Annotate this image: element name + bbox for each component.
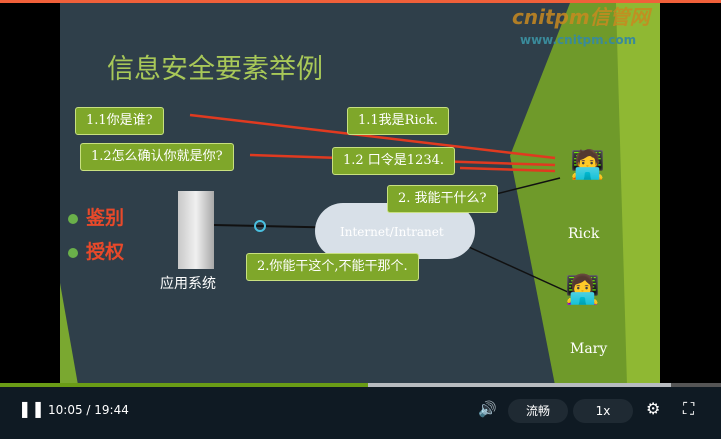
speech-bubble: 1.2怎么确认你就是你?: [80, 143, 234, 171]
speech-bubble: 1.2 口令是1234.: [332, 147, 456, 175]
speech-bubble: 2.你能干这个,不能干那个.: [246, 253, 419, 281]
user-label: Rick: [568, 226, 600, 242]
speed-button[interactable]: 1x: [573, 399, 633, 423]
server-label: 应用系统: [160, 276, 216, 292]
settings-gear-icon[interactable]: ⚙: [646, 399, 661, 418]
user-label: Mary: [570, 341, 608, 357]
pause-icon[interactable]: ❚❚: [18, 399, 45, 418]
user-icon: 🧑‍💻: [570, 148, 605, 181]
slide-title: 信息安全要素举例: [107, 54, 323, 85]
cloud-label: Internet/Intranet: [340, 225, 444, 239]
fullscreen-icon[interactable]: ⛶: [683, 399, 695, 418]
arrows: [189, 113, 571, 294]
user-icon: 👩‍💻: [565, 273, 600, 306]
player-controls: ❚❚ 10:05 / 19:44 🔊 流畅 1x ⚙ ⛶: [0, 385, 721, 439]
speech-bubble: 2. 我能干什么?: [387, 185, 498, 213]
progress-bar[interactable]: [0, 383, 721, 387]
volume-icon[interactable]: 🔊: [478, 400, 497, 418]
watermark-url: www.cnitpm.com: [520, 33, 637, 47]
quality-button[interactable]: 流畅: [508, 399, 568, 423]
video-frame[interactable]: cnitpm信管网 www.cnitpm.com 信息安全要素举例 1.1你是谁…: [60, 3, 660, 385]
server-icon: [178, 191, 214, 269]
bullet-item: 鉴别: [68, 203, 124, 230]
speech-bubble: 1.1你是谁?: [75, 107, 164, 135]
watermark-logo: cnitpm信管网: [512, 5, 650, 29]
played-bar: [0, 383, 368, 387]
speech-bubble: 1.1我是Rick.: [347, 107, 449, 135]
top-accent-bar: [0, 0, 721, 3]
time-display: 10:05 / 19:44: [48, 403, 129, 417]
bullet-item: 授权: [68, 237, 124, 264]
